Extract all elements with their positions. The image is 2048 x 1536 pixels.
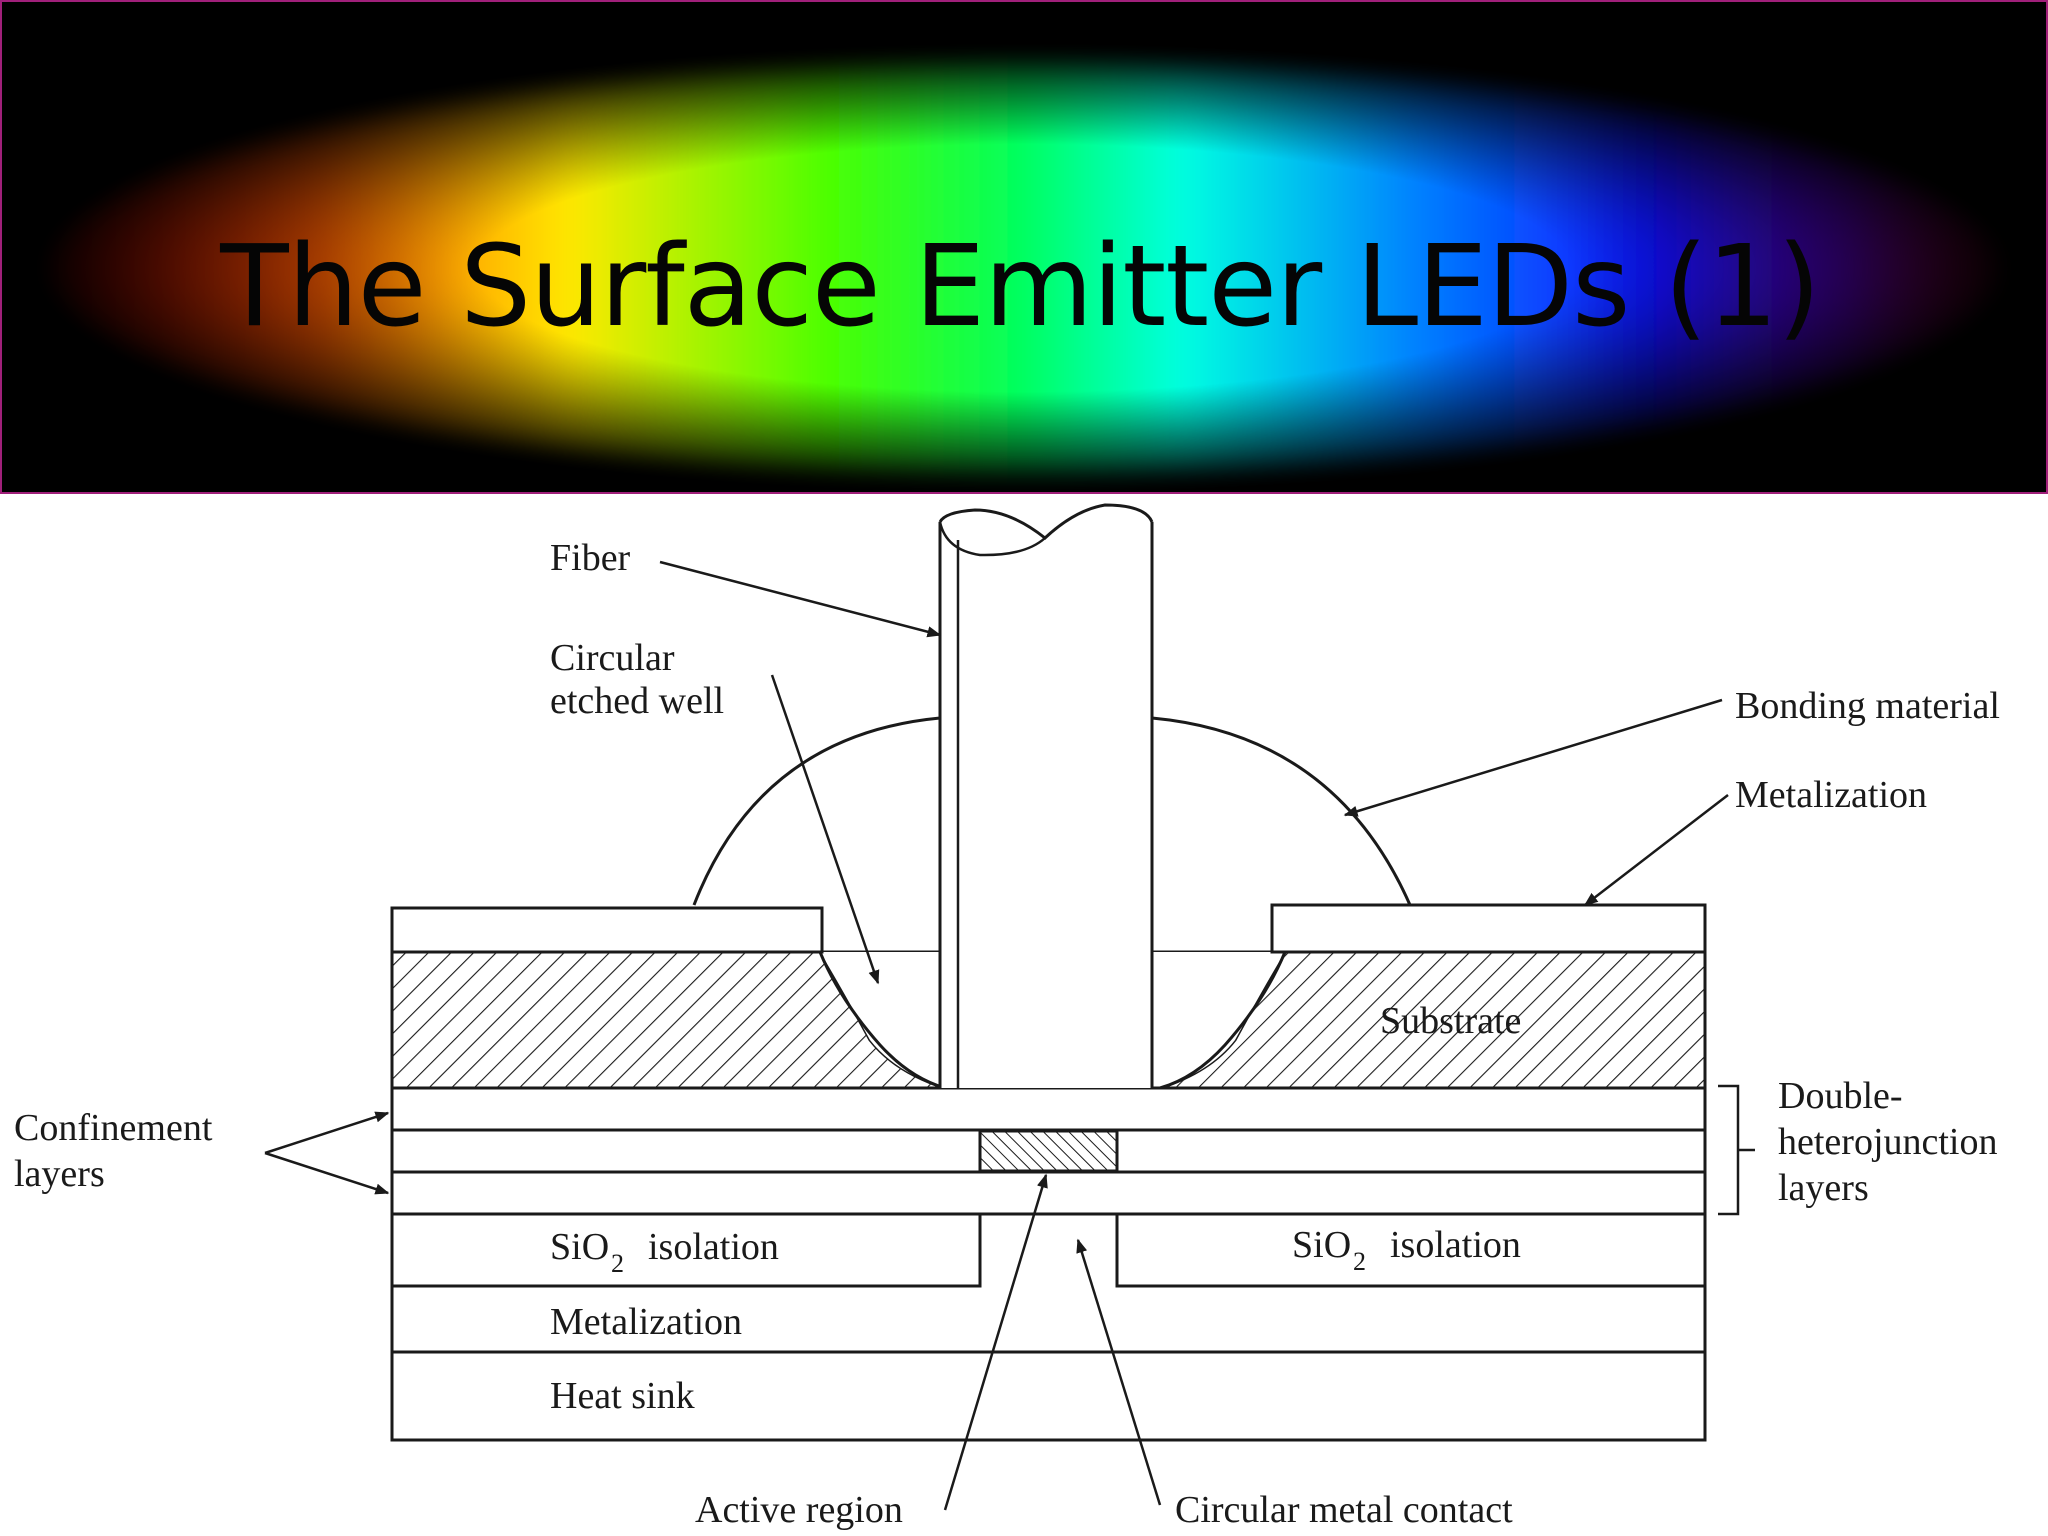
- confinement-layer-bottom: [390, 1170, 1707, 1216]
- bonding-material-left: [692, 716, 941, 906]
- title-border: [0, 0, 2048, 494]
- metalization-top-left: [390, 906, 824, 954]
- label-heat-sink: Heat sink: [550, 1375, 695, 1417]
- active-region-block: [978, 1129, 1119, 1173]
- fiber-top-end-front: [938, 521, 1046, 557]
- label-metalization-bottom: Metalization: [550, 1301, 742, 1343]
- fiber-body: [940, 522, 1152, 1088]
- label-circular-etched-well-line1: Circular: [550, 637, 675, 679]
- bonding-material-pointer: [1343, 698, 1723, 817]
- slide-title: The Surface Emitter LEDs (1): [219, 222, 1820, 352]
- metalization-top-right: [1270, 903, 1707, 954]
- etched-well-left-curve: [818, 951, 946, 1090]
- label-sio2-left-word: isolation: [648, 1226, 779, 1268]
- spectrum-ellipse: [39, 53, 2009, 483]
- active-region-pointer: [943, 1173, 1048, 1511]
- label-fiber: Fiber: [550, 537, 631, 579]
- sio2-right-block: [1115, 1214, 1705, 1288]
- label-bonding-material: Bonding material: [1735, 685, 2000, 727]
- label-sio2-left-subscript: 2: [611, 1249, 624, 1278]
- sio2-left-block: [392, 1214, 982, 1288]
- etched-well-right-curve: [1159, 951, 1287, 1090]
- led-diagram: Fiber Circular etched well Bonding mater…: [14, 503, 2000, 1531]
- etched-well-pointer: [770, 674, 880, 985]
- label-double-heterojunction-line1: Double-: [1778, 1075, 1903, 1117]
- label-active-region: Active region: [695, 1489, 903, 1531]
- bonding-material-right: [1151, 716, 1412, 906]
- metal-contact-pointer: [1076, 1238, 1162, 1506]
- confinement-pointer-bottom: [264, 1151, 390, 1195]
- label-double-heterojunction-line3: layers: [1778, 1167, 1869, 1209]
- label-sio2-left-chem: SiO: [550, 1226, 609, 1268]
- confinement-layer-top: [390, 1086, 1707, 1132]
- label-double-heterojunction-line2: heterojunction: [1778, 1121, 1997, 1163]
- label-sio2-right-chem: SiO: [1292, 1224, 1351, 1266]
- fiber-pointer: [659, 560, 942, 638]
- label-sio2-right-word: isolation: [1390, 1224, 1521, 1266]
- heterojunction-bracket: [1718, 1084, 1740, 1216]
- title-banner: The Surface Emitter LEDs (1): [0, 0, 2048, 494]
- label-circular-metal-contact: Circular metal contact: [1175, 1489, 1513, 1531]
- label-sio2-left: SiO 2 isolation: [550, 1226, 779, 1278]
- label-substrate: Substrate: [1380, 1000, 1521, 1042]
- confinement-pointer-top: [264, 1111, 390, 1155]
- metalization-top-pointer: [1583, 794, 1729, 906]
- label-sio2-right-subscript: 2: [1353, 1247, 1366, 1276]
- label-circular-etched-well-line2: etched well: [550, 680, 724, 722]
- label-confinement-line2: layers: [14, 1153, 105, 1195]
- label-metalization-top: Metalization: [1735, 774, 1927, 816]
- label-sio2-right: SiO 2 isolation: [1292, 1224, 1521, 1276]
- lower-stack-outline: [390, 1214, 1707, 1442]
- label-confinement-line1: Confinement: [14, 1107, 213, 1149]
